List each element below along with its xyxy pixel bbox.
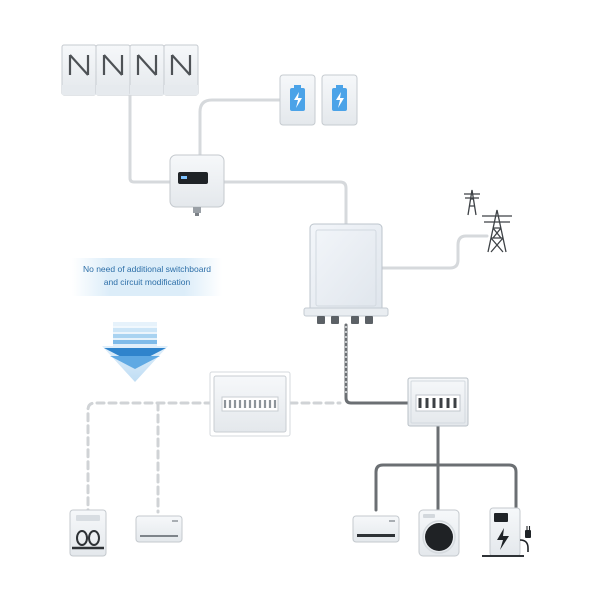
down-arrow-icon — [102, 322, 168, 382]
solid-wires — [128, 93, 489, 270]
dashed-wires — [86, 401, 342, 514]
air-conditioner-icon — [135, 515, 183, 543]
switchboard-icon — [209, 371, 291, 437]
energy-meter-box-icon — [303, 223, 389, 324]
caption-line-2: and circuit modification — [103, 277, 191, 287]
battery-icon — [279, 74, 358, 126]
ev-charger-icon — [482, 507, 531, 557]
switchboard-icon — [407, 377, 469, 427]
washing-machine-icon — [418, 509, 460, 557]
transmission-tower-icon — [464, 189, 512, 253]
load-wires — [344, 323, 518, 512]
solar-panel-icon — [61, 44, 199, 96]
air-conditioner-icon — [352, 515, 400, 543]
caption-line-1: No need of additional switchboard — [82, 264, 212, 274]
caption: No need of additional switchboard and ci… — [72, 258, 222, 296]
inverter-icon — [169, 154, 225, 216]
dishwasher-icon — [69, 509, 107, 557]
